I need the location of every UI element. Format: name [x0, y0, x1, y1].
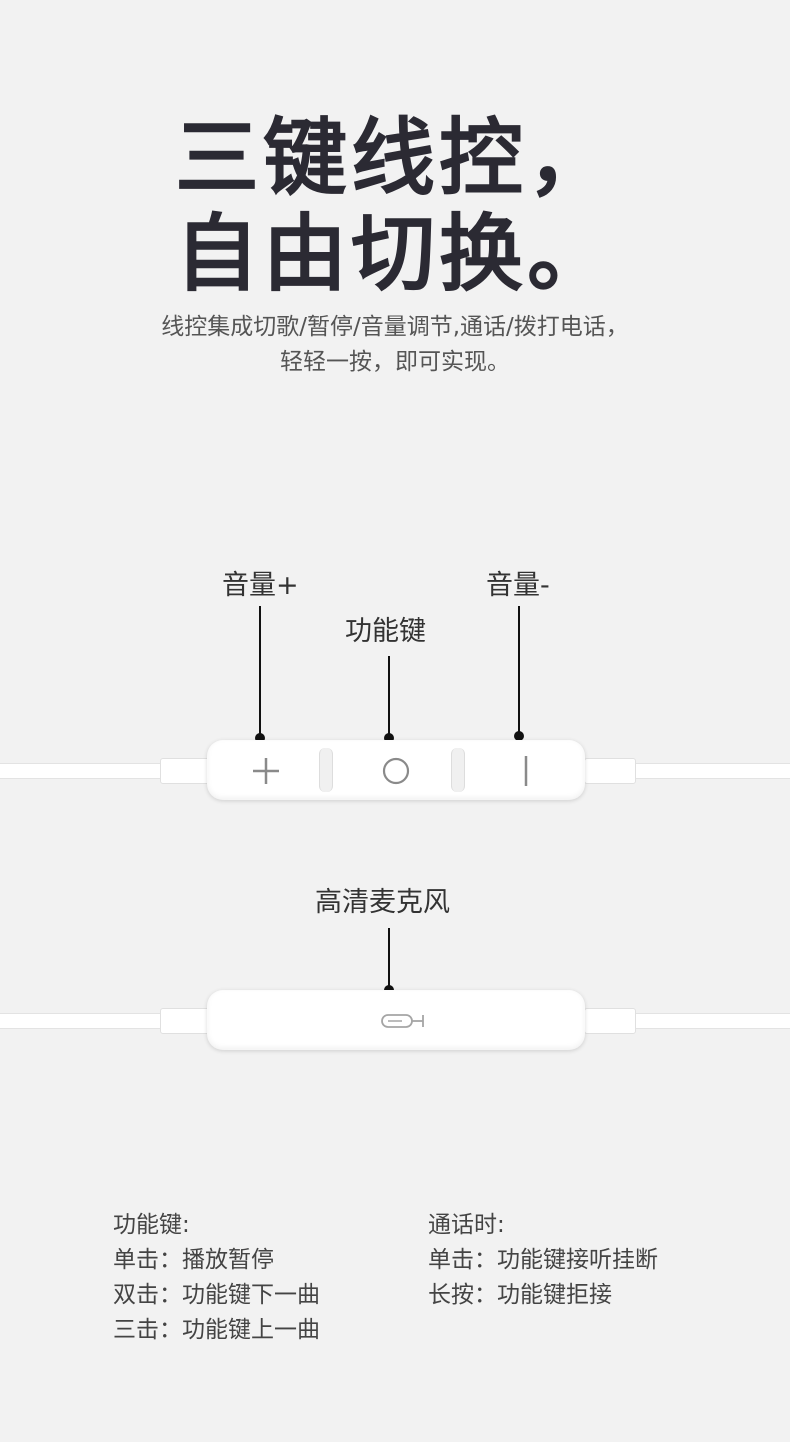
three-key-remote [207, 740, 585, 800]
headline-line-1: 三键线控， [174, 109, 615, 207]
cable-left [0, 763, 170, 779]
function-key-instructions: 功能键: 单击：播放暂停 双击：功能键下一曲 三击：功能键上一曲 [113, 1208, 320, 1348]
subtitle-line-2: 轻轻一按，即可实现。 [280, 349, 510, 375]
cable-right [620, 763, 790, 779]
call-instructions: 通话时: 单击：功能键接听挂断 长按：功能键拒接 [428, 1208, 658, 1313]
volume-down-label: 音量- [486, 570, 550, 601]
function-key-callout-dot [384, 733, 394, 743]
plus-icon[interactable] [251, 756, 281, 786]
minus-icon[interactable] [511, 754, 541, 788]
remote-divider-1 [319, 748, 333, 792]
microphone-callout-line [388, 928, 390, 988]
function-key-instruction-item: 双击：功能键下一曲 [113, 1282, 320, 1308]
microphone-label: 高清麦克风 [315, 887, 450, 918]
function-key-instructions-title: 功能键: [113, 1212, 190, 1238]
function-key-label: 功能键 [345, 616, 426, 647]
mic-collar-right [584, 1008, 636, 1034]
microphone-icon [381, 1014, 424, 1028]
call-instruction-item: 单击：功能键接听挂断 [428, 1247, 658, 1273]
call-instruction-item: 长按：功能键拒接 [428, 1282, 612, 1308]
function-key-instruction-item: 三击：功能键上一曲 [113, 1317, 320, 1343]
volume-down-callout-line [518, 606, 520, 734]
function-key-callout-line [388, 656, 390, 736]
volume-up-label: 音量+ [222, 570, 299, 601]
microphone-remote [207, 990, 585, 1050]
volume-up-callout-dot [255, 733, 265, 743]
volume-down-callout-dot [514, 731, 524, 741]
volume-up-callout-line [259, 606, 261, 736]
function-key-instruction-item: 单击：播放暂停 [113, 1247, 274, 1273]
cable-collar-right [584, 758, 636, 784]
mic-cable-right [620, 1013, 790, 1029]
call-instructions-title: 通话时: [428, 1212, 505, 1238]
mic-collar-left [160, 1008, 212, 1034]
cable-collar-left [160, 758, 212, 784]
subtitle-line-1: 线控集成切歌/暂停/音量调节,通话/拨打电话， [161, 314, 629, 340]
headline-line-2: 自由切换。 [174, 205, 615, 303]
circle-icon[interactable] [381, 756, 411, 786]
remote-divider-2 [451, 748, 465, 792]
mic-cable-left [0, 1013, 170, 1029]
